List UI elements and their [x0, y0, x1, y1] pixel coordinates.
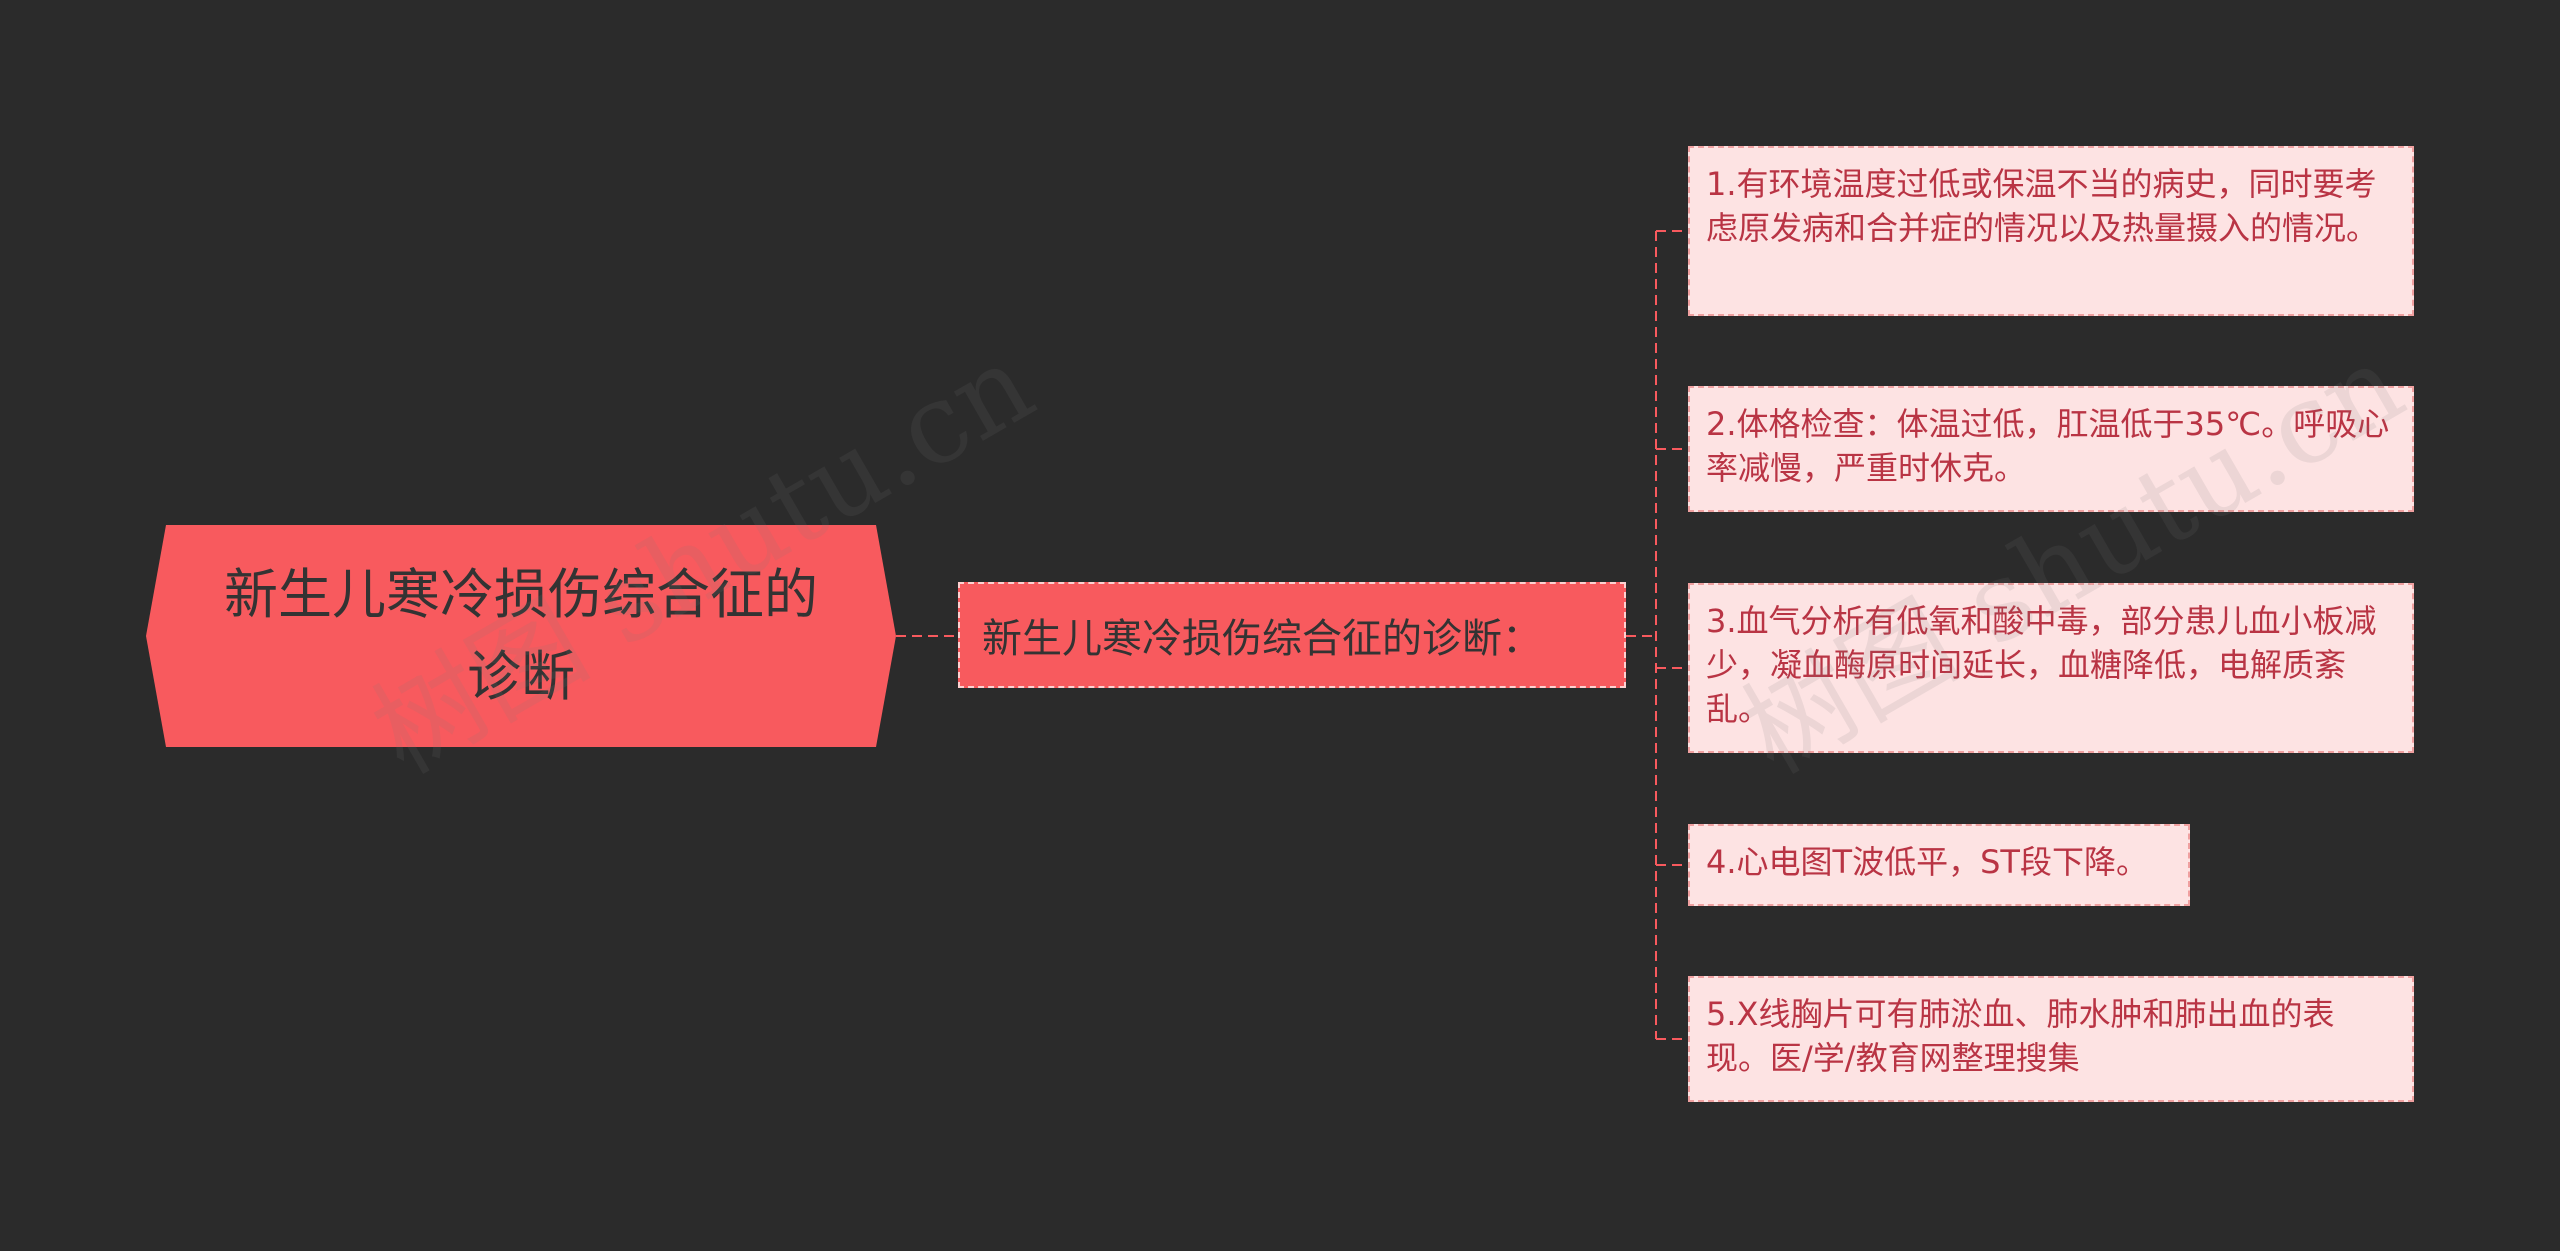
leaf-node-label: 4.心电图T波低平，ST段下降。	[1706, 843, 2148, 881]
leaf-node-label: 2.体格检查：体温过低，肛温低于35℃。呼吸心率减慢，严重时休克。	[1706, 405, 2390, 487]
branch-node[interactable]: 新生儿寒冷损伤综合征的诊断：	[958, 582, 1626, 688]
leaf-node-3[interactable]: 3.血气分析有低氧和酸中毒，部分患儿血小板减少，凝血酶原时间延长，血糖降低，电解…	[1688, 583, 2414, 753]
leaf-node-label: 5.X线胸片可有肺淤血、肺水肿和肺出血的表现。医/学/教育网整理搜集	[1706, 995, 2335, 1077]
leaf-node-1[interactable]: 1.有环境温度过低或保温不当的病史，同时要考虑原发病和合并症的情况以及热量摄入的…	[1688, 146, 2414, 316]
leaf-node-label: 3.血气分析有低氧和酸中毒，部分患儿血小板减少，凝血酶原时间延长，血糖降低，电解…	[1706, 602, 2377, 728]
leaf-node-label: 1.有环境温度过低或保温不当的病史，同时要考虑原发病和合并症的情况以及热量摄入的…	[1706, 165, 2379, 247]
branch-node-label: 新生儿寒冷损伤综合征的诊断：	[982, 616, 1542, 662]
root-node-label: 新生儿寒冷损伤综合征的诊断	[224, 563, 818, 708]
leaf-node-4[interactable]: 4.心电图T波低平，ST段下降。	[1688, 824, 2190, 906]
leaf-node-2[interactable]: 2.体格检查：体温过低，肛温低于35℃。呼吸心率减慢，严重时休克。	[1688, 386, 2414, 512]
leaf-node-5[interactable]: 5.X线胸片可有肺淤血、肺水肿和肺出血的表现。医/学/教育网整理搜集	[1688, 976, 2414, 1102]
root-node[interactable]: 新生儿寒冷损伤综合征的诊断	[146, 525, 896, 747]
